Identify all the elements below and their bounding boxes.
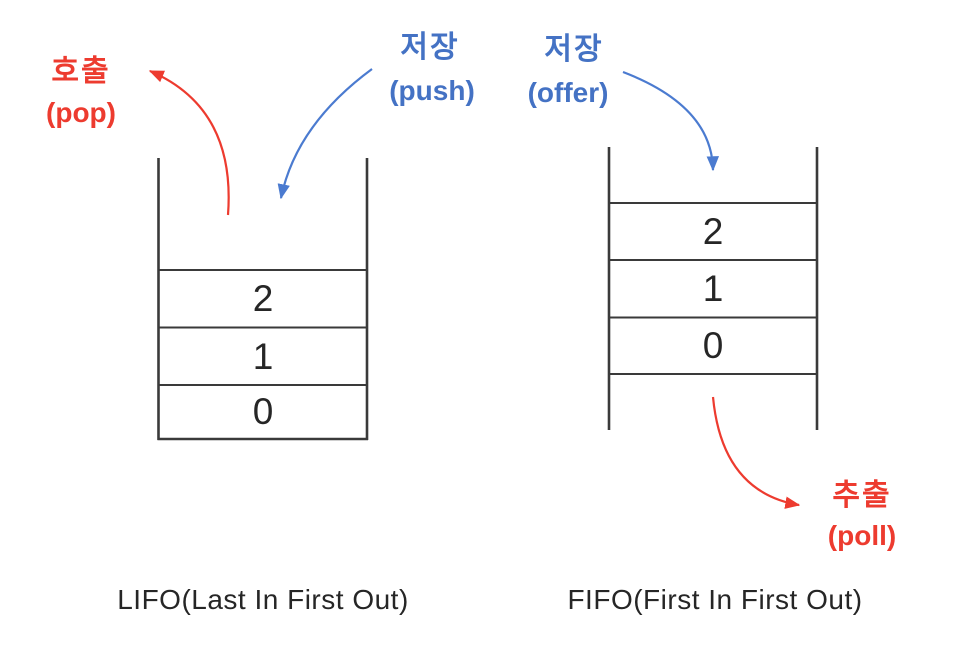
offer-arrow — [622, 70, 720, 172]
lifo-cell-1: 1 — [252, 335, 274, 377]
lifo-stack-container — [157, 158, 369, 441]
poll-arrow — [711, 396, 801, 509]
push-label-korean: 저장 — [400, 31, 460, 64]
offer-label-korean: 저장 — [544, 33, 604, 66]
push-label-english: (push) — [389, 75, 475, 106]
lifo-cell-0: 0 — [252, 391, 274, 432]
pop-arrow — [148, 69, 230, 216]
pop-label-korean: 호출 — [51, 55, 111, 88]
lifo-caption: LIFO(Last In First Out) — [117, 584, 409, 615]
fifo-cell-2: 2 — [702, 210, 724, 252]
offer-label-english: (offer) — [527, 77, 609, 108]
push-arrow — [277, 68, 373, 200]
pop-label-english: (pop) — [46, 97, 116, 128]
poll-label-korean: 추출 — [832, 479, 892, 512]
lifo-cell-2: 2 — [252, 277, 274, 319]
poll-label-english: (poll) — [827, 520, 897, 551]
fifo-caption: FIFO(First In First Out) — [567, 584, 863, 615]
fifo-queue-container — [607, 147, 819, 430]
fifo-cell-1: 1 — [702, 267, 724, 309]
fifo-cell-0: 0 — [702, 324, 724, 366]
